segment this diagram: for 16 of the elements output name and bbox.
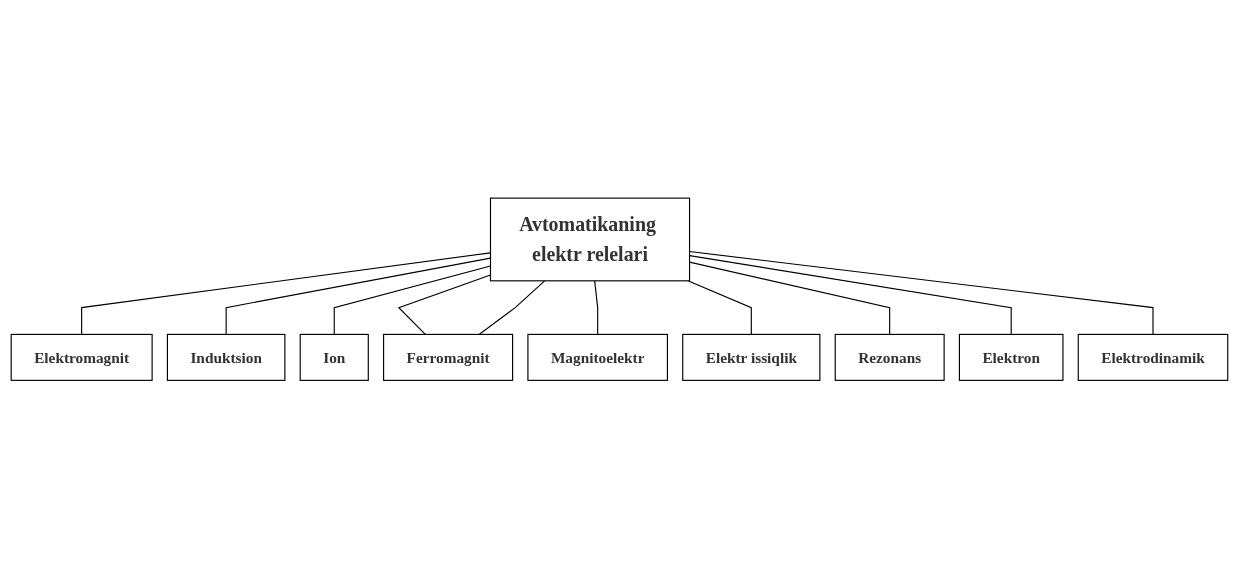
node-box: Ferromagnit bbox=[383, 334, 514, 382]
node-box: Avtomatikaning elektr relelari bbox=[489, 197, 691, 282]
connector bbox=[689, 251, 1154, 336]
node-box: Rezonans bbox=[834, 334, 945, 382]
connector bbox=[687, 280, 752, 336]
node-box: Elektromagnit bbox=[10, 334, 153, 382]
node-box: Elektr issiqlik bbox=[682, 334, 821, 382]
connector bbox=[478, 280, 546, 336]
node-box: Ion bbox=[299, 334, 369, 382]
node-box: Elektron bbox=[958, 334, 1064, 382]
node-box: Induktsion bbox=[166, 334, 286, 382]
node-box: Elektrodinamik bbox=[1077, 334, 1229, 382]
connector bbox=[689, 255, 1012, 336]
connector bbox=[594, 280, 599, 336]
node-box: Magnitoelektr bbox=[527, 334, 669, 382]
connector bbox=[689, 261, 891, 336]
